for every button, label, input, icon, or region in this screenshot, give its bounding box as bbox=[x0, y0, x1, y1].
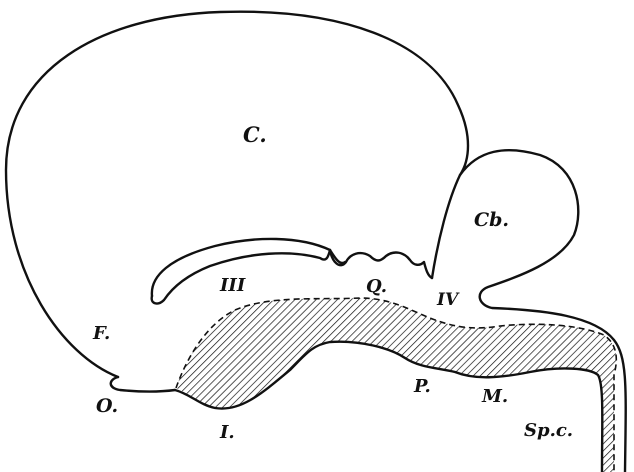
label-third-ventricle: III bbox=[219, 275, 246, 296]
label-foramen: F. bbox=[92, 323, 110, 344]
label-cerebellum: Cb. bbox=[474, 209, 509, 231]
label-optic: O. bbox=[96, 395, 118, 417]
label-infundibulum: I. bbox=[219, 422, 235, 443]
cerebellum-stalk bbox=[432, 175, 460, 278]
optic-lip-outline bbox=[111, 377, 175, 392]
label-spinal-cord: Sp.c. bbox=[524, 420, 573, 441]
quadrigemina-outline bbox=[330, 250, 432, 278]
ventricle-roof-outline bbox=[152, 239, 345, 296]
label-quadrigemina: Q. bbox=[366, 276, 387, 297]
label-pons: P. bbox=[413, 376, 431, 397]
label-medulla: M. bbox=[481, 386, 508, 407]
label-fourth-ventricle: IV bbox=[436, 290, 460, 310]
label-cerebrum: C. bbox=[243, 122, 267, 147]
